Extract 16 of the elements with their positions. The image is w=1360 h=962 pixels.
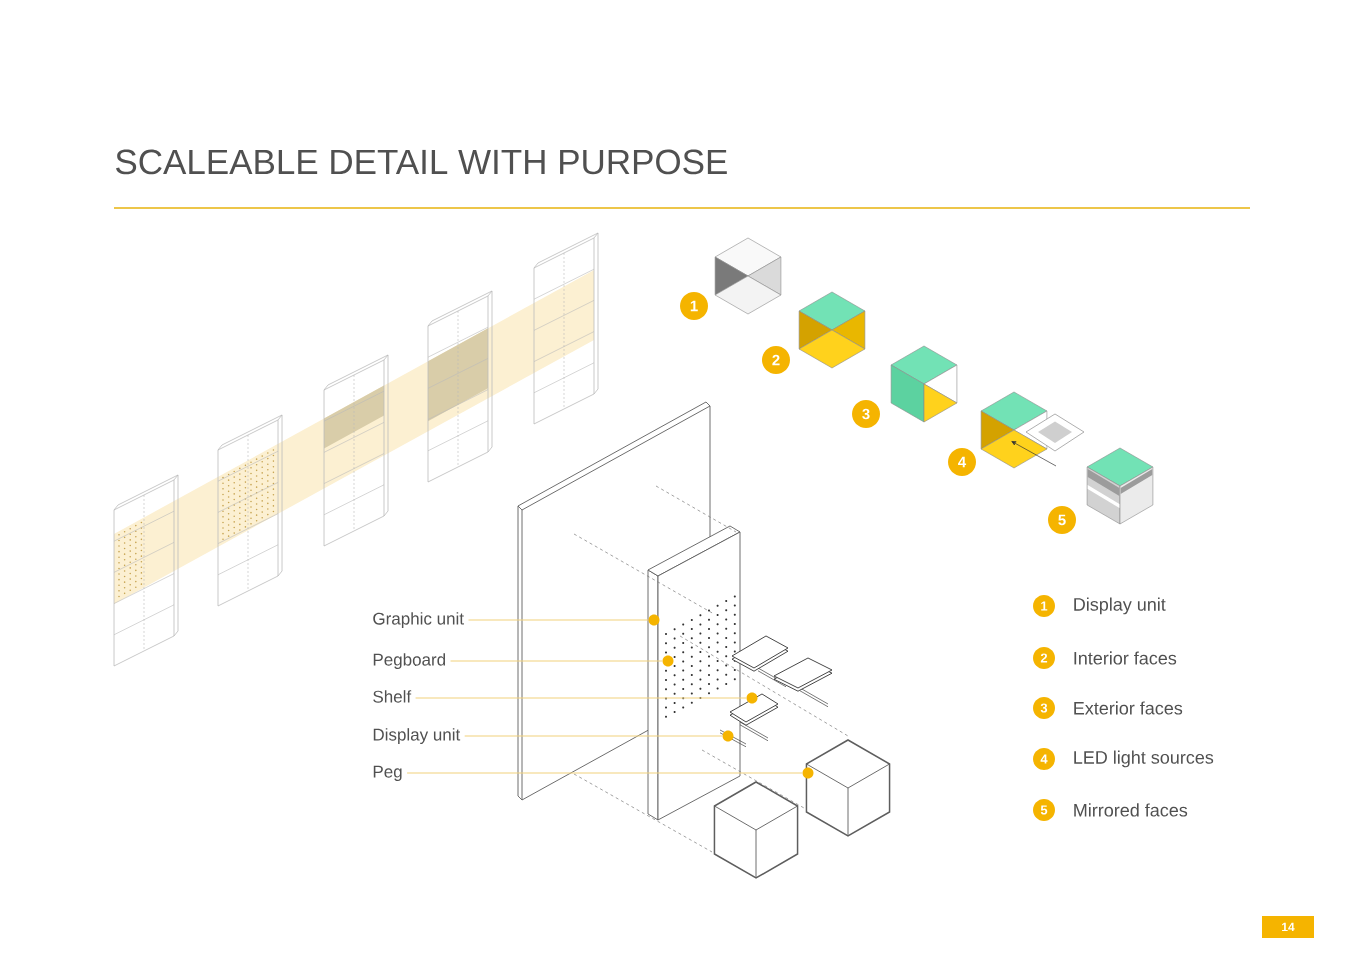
leader-line (449, 660, 663, 662)
item-label: LED light sources (1074, 750, 1214, 768)
part-label: Shelf (373, 690, 412, 703)
part-label: Peg (373, 765, 402, 781)
leader-line (464, 735, 723, 737)
item-label: Mirrored faces (1074, 803, 1188, 817)
part-label: Pegboard (373, 653, 446, 669)
part-label: Graphic unit (373, 612, 464, 628)
item-label: Display unit (1074, 597, 1166, 615)
item-label: Interior faces (1074, 651, 1177, 665)
leader-line (406, 772, 803, 774)
title: SCALEABLE DETAIL WITH PURPOSE (116, 149, 727, 175)
item-label: Exterior faces (1074, 701, 1183, 715)
leader-line (467, 619, 649, 621)
part-label: Display unit (373, 728, 461, 744)
leader-line (414, 697, 747, 699)
